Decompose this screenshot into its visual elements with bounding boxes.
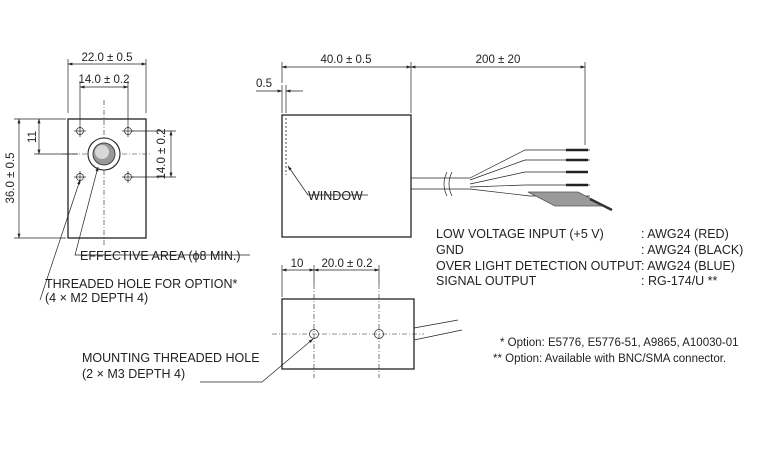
- mounting-holes: [309, 329, 384, 339]
- front-view: 22.0 ± 0.5 14.0 ± 0.2 36.0 ± 0.5 11 14.0…: [5, 52, 250, 301]
- bottom-view: 10 20.0 ± 0.2: [200, 258, 463, 383]
- effective-area-callout: EFFECTIVE AREA (ϕ8 MIN.): [80, 249, 241, 263]
- mounting-callout-line2: (2 × M3 DEPTH 4): [82, 367, 185, 381]
- wire-spec-3: : RG-174/U **: [641, 274, 718, 288]
- side-length-dim: 40.0 ± 0.5: [320, 54, 371, 66]
- wire-name-0: LOW VOLTAGE INPUT (+5 V): [436, 227, 604, 241]
- side-gap-dim: 0.5: [256, 78, 272, 90]
- threaded-hole-callout-line1: THREADED HOLE FOR OPTION*: [45, 277, 238, 291]
- front-hole-spacing-dim: 14.0 ± 0.2: [78, 74, 129, 86]
- bottom-offset-dim: 10: [291, 258, 304, 270]
- front-width-dim: 22.0 ± 0.5: [81, 52, 132, 64]
- wire-spec-2: : AWG24 (BLUE): [641, 259, 735, 273]
- wire-name-3: SIGNAL OUTPUT: [436, 274, 537, 288]
- front-screw-holes: [74, 125, 134, 183]
- option-note: * Option: E5776, E5776-51, A9865, A10030…: [500, 337, 739, 349]
- threaded-hole-callout-line2: (4 × M2 DEPTH 4): [45, 291, 148, 305]
- side-body: [281, 114, 412, 238]
- front-offset-dim: 11: [27, 131, 39, 143]
- side-cable-length-dim: 200 ± 20: [476, 54, 521, 66]
- window-callout: WINDOW: [308, 189, 363, 203]
- wire-spec-0: : AWG24 (RED): [641, 227, 729, 241]
- wire-name-2: OVER LIGHT DETECTION OUTPUT: [436, 259, 642, 273]
- side-view: 0.5 40.0 ± 0.5 200 ± 20: [256, 54, 613, 238]
- bottom-spacing-dim: 20.0 ± 0.2: [321, 258, 372, 270]
- side-cable-bundle: [411, 148, 613, 212]
- wire-name-1: GND: [436, 243, 464, 257]
- front-vertical-spacing-dim: 14.0 ± 0.2: [156, 128, 168, 179]
- connector-note: ** Option: Available with BNC/SMA connec…: [493, 353, 726, 365]
- front-height-dim: 36.0 ± 0.5: [5, 152, 17, 203]
- wiring-table: LOW VOLTAGE INPUT (+5 V) : AWG24 (RED) G…: [436, 227, 743, 288]
- front-window: [87, 137, 121, 171]
- wire-spec-1: : AWG24 (BLACK): [641, 243, 743, 257]
- mounting-callout-line1: MOUNTING THREADED HOLE: [82, 351, 260, 365]
